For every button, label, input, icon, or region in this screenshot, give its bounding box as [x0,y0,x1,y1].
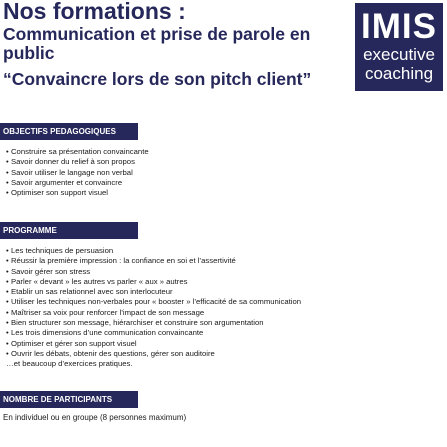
list-item: •Etablir un sas relationnel avec son int… [6,287,301,297]
list-item: •Optimiser et gérer son support visuel [6,339,301,349]
objectifs-list: •Construire sa présentation convaincante… [6,147,149,198]
page-title: Nos formations : [3,0,186,24]
list-item: •Savoir argumenter et convaincre [6,178,149,188]
bullet-icon: • [6,256,9,266]
list-item: •Bien structurer son message, hiérarchis… [6,318,301,328]
list-item: •Optimiser son support visuel [6,188,149,198]
bullet-icon: • [6,307,9,317]
list-item: •Utiliser les techniques non-verbales po… [6,297,301,307]
participants-text: En individuel ou en groupe (8 personnes … [3,413,187,422]
imis-logo: IMIS executive coaching [355,3,443,91]
list-item: •Maîtriser sa voix pour renforcer l’impa… [6,308,301,318]
programme-heading: PROGRAMME [0,222,138,239]
bullet-icon: • [6,297,9,307]
list-item: •Les techniques de persuasion [6,246,301,256]
logo-line-2: coaching [364,64,434,83]
list-closing: …et beaucoup d’exercices pratiques. [6,359,301,369]
list-item: •Parler « devant » les autres vs parler … [6,277,301,287]
list-item-text: Etablir un sas relationnel avec son inte… [11,287,173,297]
bullet-icon: • [6,287,9,297]
list-item: •Savoir gérer son stress [6,267,301,277]
list-item-text: Savoir donner du relief à son propos [11,157,135,167]
bullet-icon: • [6,188,9,198]
programme-list: •Les techniques de persuasion •Réussir l… [6,246,301,370]
list-item-text: Les trois dimensions d’une communication… [11,328,204,338]
list-item-text: Savoir argumenter et convaincre [11,177,123,187]
page-tagline: “Convaincre lors de son pitch client” [3,69,312,89]
list-item-text: Optimiser son support visuel [11,188,108,198]
bullet-icon: • [6,246,9,255]
bullet-icon: • [6,167,9,177]
list-item: •Construire sa présentation convaincante [6,147,149,157]
list-item-text: Optimiser et gérer son support visuel [11,338,137,348]
list-item-text: Construire sa présentation convaincante [11,147,149,156]
list-item-text: Ouvrir les débats, obtenir des questions… [11,348,215,358]
bullet-icon: • [6,348,9,358]
list-item-text: Savoir utiliser le langage non verbal [11,167,133,177]
page-subtitle: Communication et prise de parole en publ… [3,24,311,63]
list-item-text: Savoir gérer son stress [11,266,91,276]
bullet-icon: • [6,147,9,156]
list-item: •Les trois dimensions d’une communicatio… [6,328,301,338]
list-item-text: Maîtriser sa voix pour renforcer l’impac… [11,307,205,317]
closing-text: …et beaucoup d’exercices pratiques. [6,359,133,369]
list-item: •Réussir la première impression : la con… [6,256,301,266]
list-item-text: Réussir la première impression : la conf… [11,256,236,266]
bullet-icon: • [6,157,9,167]
bullet-icon: • [6,328,9,338]
list-item-text: Utiliser les techniques non-verbales pou… [11,297,302,307]
list-item-text: Les techniques de persuasion [11,246,114,255]
list-item: •Ouvrir les débats, obtenir des question… [6,349,301,359]
objectifs-heading: OBJECTIFS PEDAGOGIQUES [0,123,138,140]
bullet-icon: • [6,266,9,276]
bullet-icon: • [6,338,9,348]
logo-line-1: executive [363,45,435,64]
list-item-text: Parler « devant » les autres vs parler «… [11,276,188,286]
participants-heading: NOMBRE DE PARTICIPANTS [0,391,138,408]
list-item-text: Bien structurer son message, hiérarchise… [11,318,264,328]
list-item: •Savoir donner du relief à son propos [6,157,149,167]
bullet-icon: • [6,177,9,187]
bullet-icon: • [6,318,9,328]
logo-main-text: IMIS [361,7,437,46]
bullet-icon: • [6,276,9,286]
list-item: •Savoir utiliser le langage non verbal [6,168,149,178]
